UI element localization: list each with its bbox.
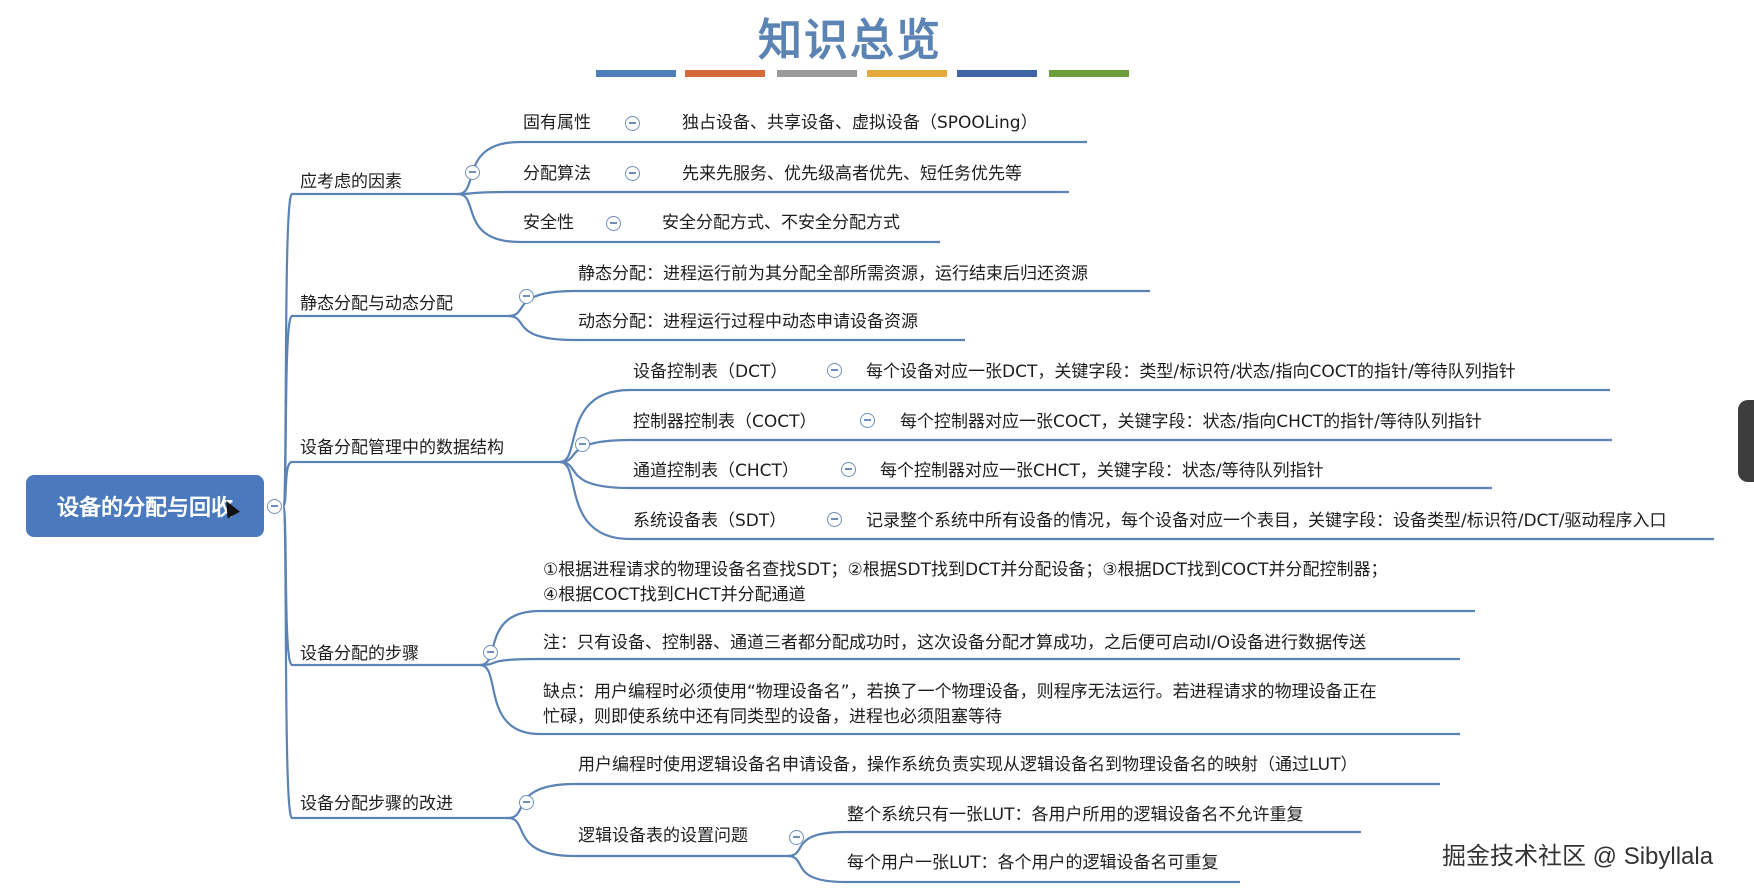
branch-3-child-1-label[interactable]: 设备控制表（DCT） [633, 362, 788, 382]
branch-1-child-3-detail[interactable]: 安全分配方式、不安全分配方式 [662, 213, 900, 233]
connector-line [457, 190, 521, 196]
connector-line [507, 816, 576, 858]
branch-3-child-3-label[interactable]: 通道控制表（CHCT） [633, 461, 799, 481]
collapse-toggle-icon[interactable] [827, 363, 842, 378]
branch-5-label[interactable]: 设备分配步骤的改进 [300, 794, 453, 814]
collapse-toggle-icon[interactable] [465, 165, 480, 180]
branch-3-child-4-label[interactable]: 系统设备表（SDT） [633, 511, 787, 531]
branch-3-child-3-detail[interactable]: 每个控制器对应一张CHCT，关键字段：状态/等待队列指针 [880, 461, 1324, 481]
root-collapse-icon[interactable] [267, 499, 282, 514]
branch-3-child-1-detail[interactable]: 每个设备对应一张DCT，关键字段：类型/标识符/状态/指向COCT的指针/等待队… [866, 362, 1516, 382]
collapse-toggle-icon[interactable] [841, 462, 856, 477]
title-color-bar [777, 70, 857, 77]
collapse-toggle-icon[interactable] [625, 116, 640, 131]
branch-1-child-1-label[interactable]: 固有属性 [523, 113, 591, 133]
side-panel-handle[interactable] [1738, 400, 1754, 482]
branch-1-child-1-detail[interactable]: 独占设备、共享设备、虚拟设备（SPOOLing） [682, 113, 1038, 133]
branch-2-child-1-label[interactable]: 静态分配：进程运行前为其分配全部所需资源，运行结束后归还资源 [578, 264, 1088, 284]
branch-4-child-2-label[interactable]: 注：只有设备、控制器、通道三者都分配成功时，这次设备分配才算成功，之后便可启动I… [543, 633, 1367, 653]
connector-line [786, 830, 846, 858]
branch-5-child-1-label[interactable]: 用户编程时使用逻辑设备名申请设备，操作系统负责实现从逻辑设备名到物理设备名的映射… [578, 755, 1358, 775]
title-color-bar [685, 70, 765, 77]
collapse-toggle-icon[interactable] [575, 437, 590, 452]
connector-line [281, 504, 294, 820]
branch-4-label[interactable]: 设备分配的步骤 [300, 644, 419, 664]
root-node-label: 设备的分配与回收 [56, 496, 233, 521]
branch-1-child-2-label[interactable]: 分配算法 [523, 164, 591, 184]
connector-line [479, 657, 541, 667]
branch-5-child-2-label[interactable]: 逻辑设备表的设置问题 [578, 826, 748, 846]
connector-line [479, 663, 541, 736]
branch-4-child-3-label[interactable]: 缺点：用户编程时必须使用“物理设备名”，若换了一个物理设备，则程序无法运行。若进… [543, 682, 1377, 727]
collapse-toggle-icon[interactable] [606, 216, 621, 231]
branch-3-child-2-label[interactable]: 控制器控制表（COCT） [633, 412, 817, 432]
collapse-toggle-icon[interactable] [519, 289, 534, 304]
connector-line [281, 460, 293, 508]
connector-line [507, 314, 576, 342]
collapse-toggle-icon[interactable] [625, 166, 640, 181]
branch-5-child-2-sub-2-label[interactable]: 每个用户一张LUT：各个用户的逻辑设备名可重复 [847, 853, 1219, 873]
connector-line [479, 609, 541, 667]
connector-line [786, 854, 846, 884]
watermark: 掘金技术社区 @ Sibyllala [1442, 843, 1714, 870]
title-color-bar [957, 70, 1037, 77]
connector-line [457, 192, 521, 244]
collapse-toggle-icon[interactable] [483, 645, 498, 660]
collapse-toggle-icon[interactable] [789, 830, 804, 845]
title-color-bar [1049, 70, 1129, 77]
branch-3-child-4-detail[interactable]: 记录整个系统中所有设备的情况，每个设备对应一个表目，关键字段：设备类型/标识符/… [866, 511, 1667, 531]
branch-5-child-2-sub-1-label[interactable]: 整个系统只有一张LUT：各用户所用的逻辑设备名不允许重复 [847, 805, 1304, 825]
collapse-toggle-icon[interactable] [519, 795, 534, 810]
title-color-bar [867, 70, 947, 77]
connector-line [559, 438, 631, 464]
page-title: 知识总览 [758, 15, 942, 66]
branch-1-label[interactable]: 应考虑的因素 [300, 172, 402, 192]
collapse-toggle-icon[interactable] [827, 512, 842, 527]
branch-2-label[interactable]: 静态分配与动态分配 [300, 294, 453, 314]
branch-2-child-2-label[interactable]: 动态分配：进程运行过程中动态申请设备资源 [578, 312, 918, 332]
branch-1-child-2-detail[interactable]: 先来先服务、优先级高者优先、短任务优先等 [682, 164, 1022, 184]
branch-4-child-1-label[interactable]: ①根据进程请求的物理设备名查找SDT；②根据SDT找到DCT并分配设备；③根据D… [543, 560, 1388, 605]
branch-3-child-2-detail[interactable]: 每个控制器对应一张COCT，关键字段：状态/指向CHCT的指针/等待队列指针 [900, 412, 1482, 432]
branch-3-label[interactable]: 设备分配管理中的数据结构 [300, 438, 504, 458]
branch-1-child-3-label[interactable]: 安全性 [523, 213, 574, 233]
root-node[interactable]: 设备的分配与回收 [26, 475, 264, 537]
connector-line [559, 460, 631, 541]
connector-line [559, 460, 631, 490]
title-color-bar [596, 70, 676, 77]
connector-line [559, 388, 631, 464]
collapse-toggle-icon[interactable] [860, 413, 875, 428]
